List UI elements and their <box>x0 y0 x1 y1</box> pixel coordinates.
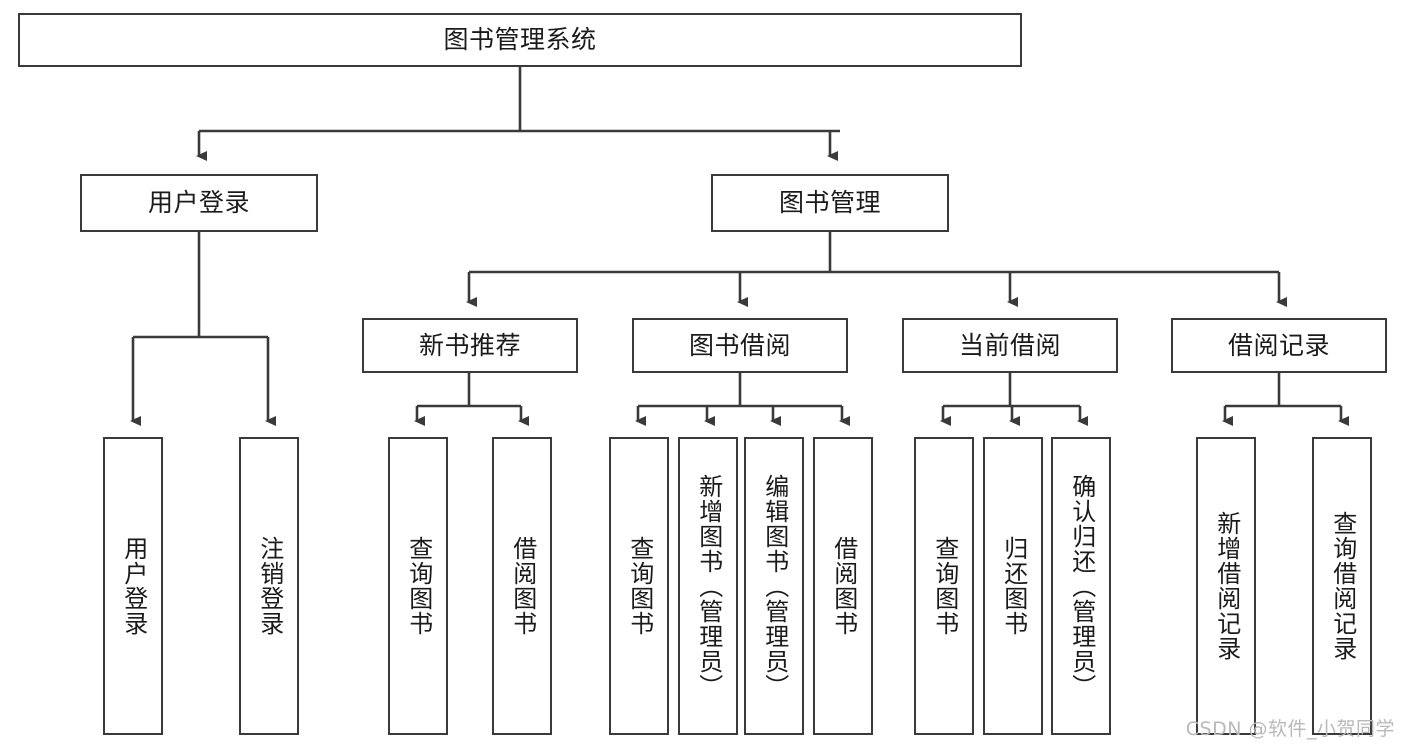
node-borrow-record[interactable]: 借阅记录 <box>1171 318 1387 373</box>
leaf-user-login-login[interactable]: 用户登录 <box>103 437 163 735</box>
node-new-book-recommend[interactable]: 新书推荐 <box>362 318 578 373</box>
node-book-borrow-label: 图书借阅 <box>688 330 791 360</box>
leaf-label: 新增借阅记录 <box>1212 511 1241 661</box>
leaf-label: 注销登录 <box>255 536 284 636</box>
node-book-borrow[interactable]: 图书借阅 <box>632 318 848 373</box>
leaf-borrow-record-query[interactable]: 查询借阅记录 <box>1312 437 1372 735</box>
node-user-login[interactable]: 用户登录 <box>80 174 318 232</box>
node-book-management[interactable]: 图书管理 <box>711 174 949 232</box>
node-user-login-label: 用户登录 <box>147 188 250 218</box>
leaf-label: 查询图书 <box>930 536 959 636</box>
leaf-label: 查询图书 <box>625 536 654 636</box>
leaf-new-book-query[interactable]: 查询图书 <box>388 437 448 735</box>
node-borrow-record-label: 借阅记录 <box>1227 330 1330 360</box>
leaf-label: 借阅图书 <box>829 536 858 636</box>
leaf-borrow-record-add[interactable]: 新增借阅记录 <box>1196 437 1256 735</box>
csdn-watermark: CSDN @软件_小贺同学 <box>1185 718 1395 740</box>
leaf-label: 查询图书 <box>404 536 433 636</box>
leaf-label: 查询借阅记录 <box>1328 511 1357 661</box>
leaf-label: 新增图书（管理员） <box>694 473 723 699</box>
node-book-management-label: 图书管理 <box>778 188 881 218</box>
node-current-borrow-label: 当前借阅 <box>958 330 1061 360</box>
leaf-current-borrow-confirm-return[interactable]: 确认归还（管理员） <box>1051 437 1111 735</box>
leaf-label: 确认归还（管理员） <box>1067 473 1096 699</box>
leaf-book-borrow-borrow[interactable]: 借阅图书 <box>813 437 873 735</box>
leaf-book-borrow-query[interactable]: 查询图书 <box>609 437 669 735</box>
leaf-book-borrow-edit[interactable]: 编辑图书（管理员） <box>744 437 804 735</box>
node-root-label: 图书管理系统 <box>443 25 597 55</box>
leaf-user-login-logout[interactable]: 注销登录 <box>239 437 299 735</box>
leaf-label: 用户登录 <box>119 536 148 636</box>
leaf-label: 归还图书 <box>999 536 1028 636</box>
leaf-book-borrow-add[interactable]: 新增图书（管理员） <box>678 437 738 735</box>
leaf-label: 编辑图书（管理员） <box>760 473 789 699</box>
leaf-current-borrow-return[interactable]: 归还图书 <box>983 437 1043 735</box>
leaf-label: 借阅图书 <box>508 536 537 636</box>
node-new-book-recommend-label: 新书推荐 <box>418 330 521 360</box>
node-current-borrow[interactable]: 当前借阅 <box>902 318 1118 373</box>
leaf-current-borrow-query[interactable]: 查询图书 <box>914 437 974 735</box>
node-root-book-management-system[interactable]: 图书管理系统 <box>18 13 1022 67</box>
leaf-new-book-borrow[interactable]: 借阅图书 <box>492 437 552 735</box>
